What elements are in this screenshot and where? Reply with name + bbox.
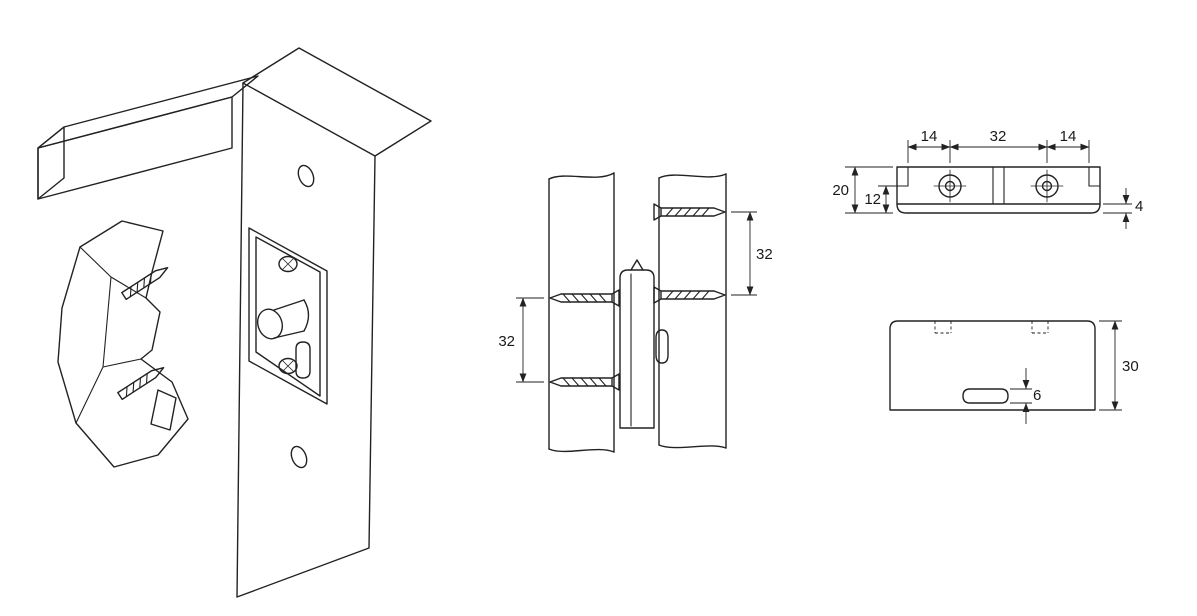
connector-screw — [121, 266, 169, 301]
plate-outline — [248, 227, 328, 405]
mounting-screw — [549, 289, 620, 307]
dim-label-right-spacing: 32 — [756, 246, 773, 263]
panel-keyhole-slot — [290, 445, 308, 469]
block-tongue — [150, 389, 177, 431]
left-panel-section — [548, 172, 615, 453]
screw-spacing-view: 32 32 — [498, 172, 773, 453]
screw-hole — [933, 169, 967, 203]
block-outline — [57, 220, 189, 468]
mounting-plate — [248, 227, 328, 405]
centerline-cross — [933, 169, 967, 203]
mounting-screw — [653, 286, 726, 304]
mounting-screw — [549, 373, 620, 391]
connector-slot — [655, 329, 669, 364]
panel-top-edge — [242, 82, 376, 157]
end-recess — [1088, 166, 1101, 187]
phillips-screw-head — [278, 357, 298, 375]
plate-rim — [255, 236, 321, 397]
dim-label-offset-left: 14 — [921, 128, 938, 145]
plate-slot — [295, 341, 311, 379]
dim-label-lip-thickness: 4 — [1135, 198, 1143, 215]
front-slot — [962, 388, 1009, 404]
cabinet-panel — [236, 47, 432, 598]
end-recess — [896, 166, 909, 187]
connector-block — [57, 220, 189, 468]
connector-profile — [619, 259, 669, 429]
dim-label-depth-inner: 12 — [864, 191, 881, 208]
phillips-screw-head — [278, 255, 298, 273]
screw-hole — [1030, 169, 1064, 203]
panel-outline — [236, 47, 432, 598]
connector-screw — [117, 366, 165, 401]
dimension-slot-height: 6 — [1010, 368, 1041, 424]
dim-label-left-spacing: 32 — [498, 333, 515, 350]
panel-keyhole-slot — [297, 164, 315, 188]
horizontal-rail — [37, 75, 259, 200]
hidden-hole-lines — [934, 321, 1049, 334]
connector-front-outline — [889, 320, 1096, 411]
right-panel-section — [658, 173, 727, 449]
dim-label-offset-right: 14 — [1060, 128, 1077, 145]
centerline-cross — [1030, 169, 1064, 203]
center-split — [992, 166, 1005, 205]
dimension-depth-total: 20 — [832, 166, 893, 214]
dimension-lip-thickness: 4 — [1103, 188, 1143, 229]
connector-top-view: 14 32 14 20 12 4 — [832, 128, 1143, 229]
mounting-screw — [653, 203, 726, 221]
connector-plan-outline — [896, 166, 1101, 214]
dim-label-slot-height: 6 — [1033, 387, 1041, 404]
dim-label-hole-spacing: 32 — [990, 128, 1007, 145]
block-facets — [75, 246, 147, 424]
connector-front-view: 30 6 — [889, 320, 1139, 424]
dimension-height: 30 — [1099, 320, 1139, 411]
dim-label-height: 30 — [1122, 358, 1139, 375]
dimension-depth-inner: 12 — [864, 185, 897, 214]
center-peg — [256, 299, 310, 340]
isometric-assembly-view — [37, 47, 432, 598]
dim-label-depth-total: 20 — [832, 182, 849, 199]
dimension-left-spacing: 32 — [498, 297, 544, 383]
dimension-right-spacing: 32 — [731, 211, 773, 296]
dimension-top-widths: 14 32 14 — [907, 128, 1090, 163]
